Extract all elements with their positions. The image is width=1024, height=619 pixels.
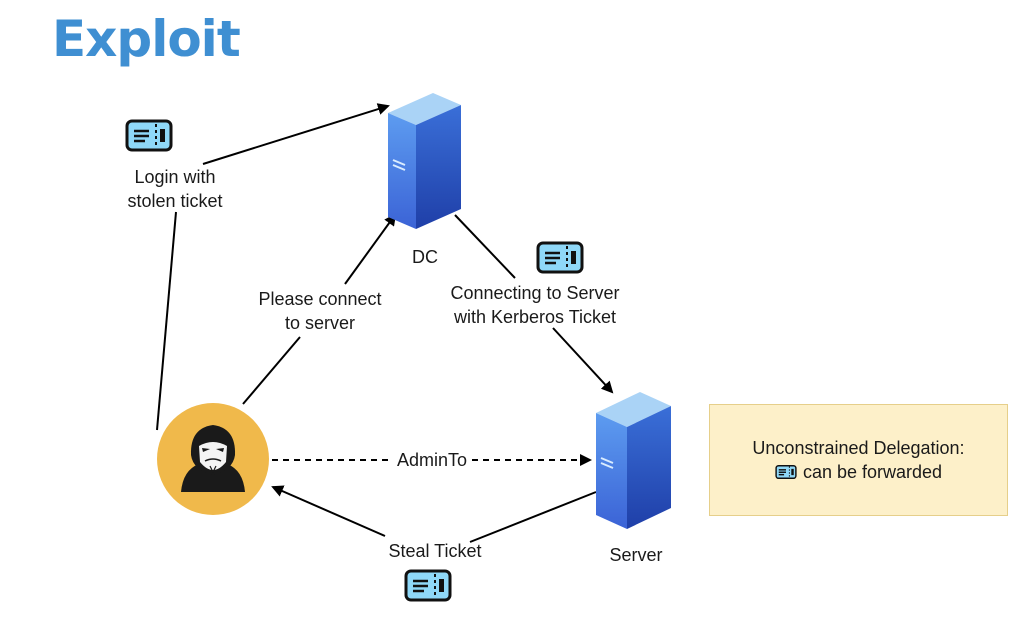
delegation-note: Unconstrained Delegation: can be forward… <box>709 404 1008 516</box>
ticket-icon <box>536 241 584 274</box>
edge-label-steal-ticket: Steal Ticket <box>388 541 482 561</box>
edge-label-admin-to: AdminTo <box>396 450 468 470</box>
edge-label-please-connect: Please connect to server <box>258 289 382 333</box>
note-line-2-row: can be forwarded <box>775 460 942 484</box>
ticket-icon <box>404 569 452 602</box>
edge-please-connect-upper <box>344 213 397 285</box>
edge-label-login: Login with stolen ticket <box>127 167 223 211</box>
edge-dc-to-connecting <box>454 214 516 279</box>
note-line-2: can be forwarded <box>802 462 943 482</box>
node-label-server: Server <box>609 545 663 565</box>
edge-login-to-dc <box>202 103 390 165</box>
ticket-icon <box>775 465 797 479</box>
edge-server-to-steal <box>469 491 597 543</box>
note-line-1: Unconstrained Delegation: <box>752 438 965 458</box>
dc-server-icon <box>388 93 461 229</box>
edge-connecting-to-server <box>552 327 614 394</box>
hacker-icon <box>157 403 269 515</box>
edge-steal-to-attacker <box>271 485 386 537</box>
server-icon <box>596 392 671 529</box>
edge-please-connect-lower <box>242 336 301 405</box>
edge-label-connecting: Connecting to Server with Kerberos Ticke… <box>450 283 620 327</box>
node-label-dc: DC <box>412 247 438 267</box>
edge-attacker-up <box>156 211 177 431</box>
page-title: Exploit <box>52 10 241 68</box>
ticket-icon <box>125 119 173 152</box>
